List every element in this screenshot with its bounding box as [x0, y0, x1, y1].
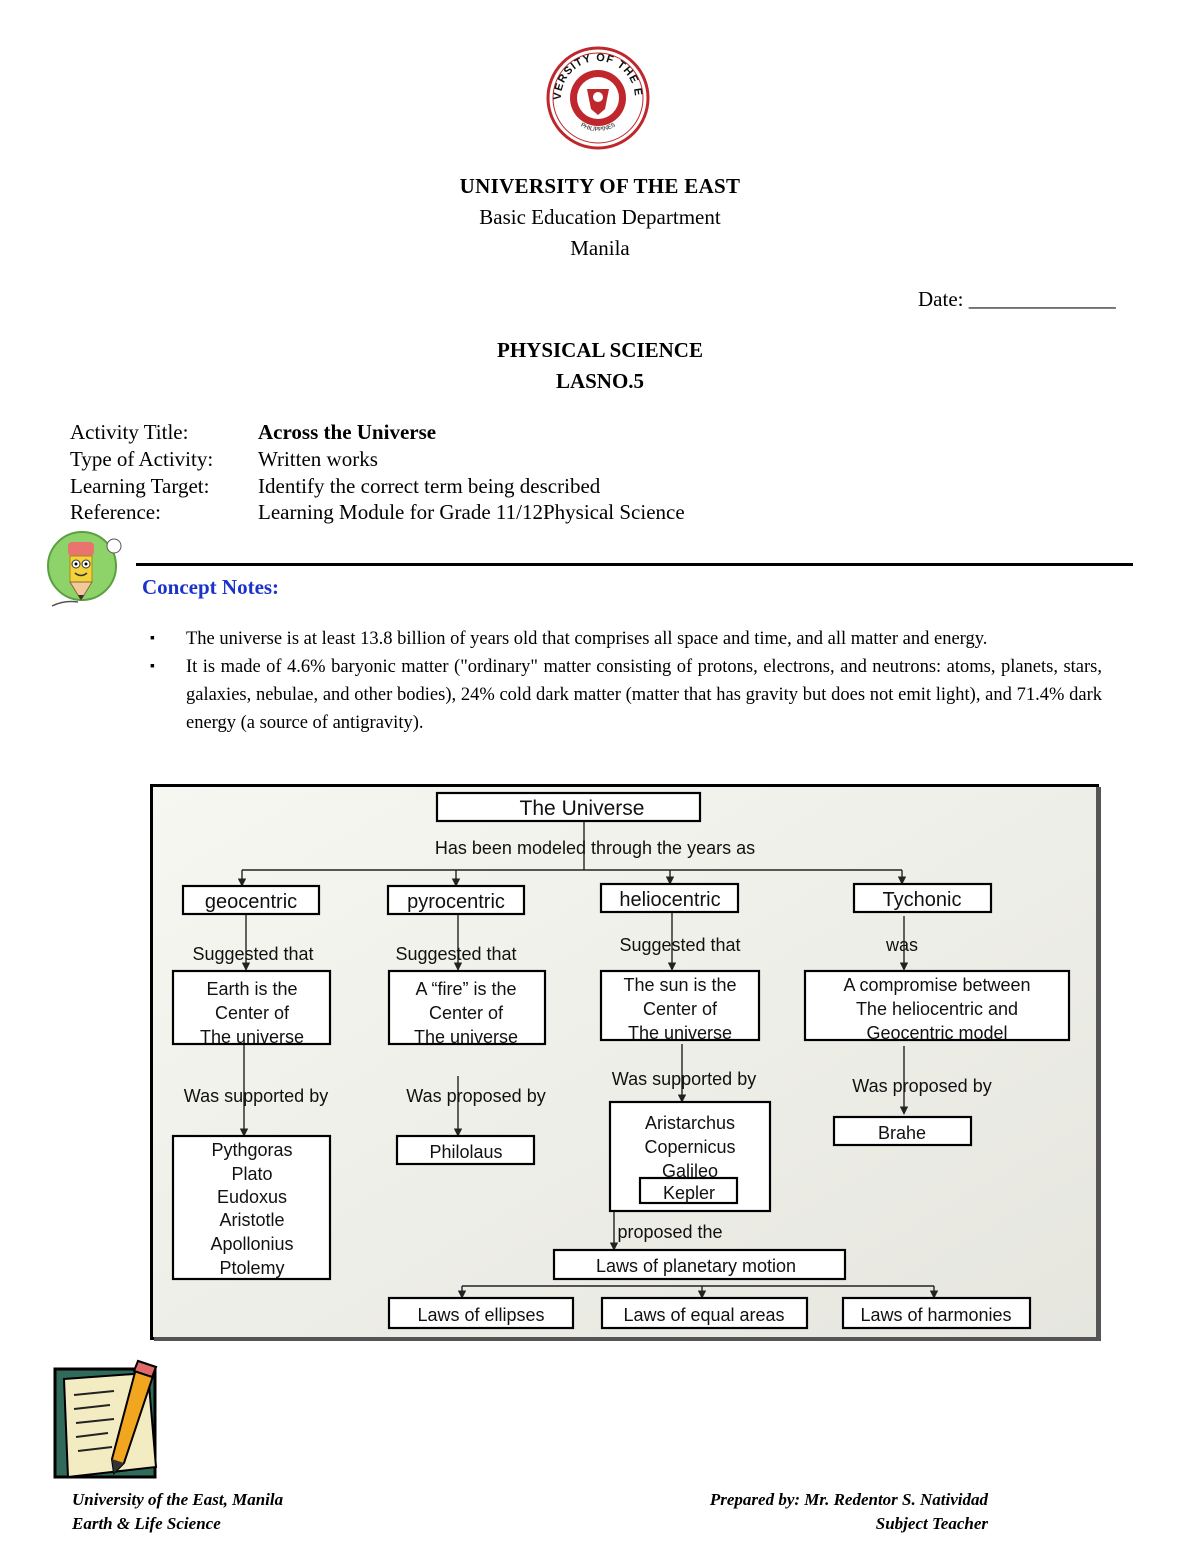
- law-box-harmonies: [841, 1296, 1032, 1330]
- footer-prepared-by: Prepared by: Mr. Redentor S. Natividad: [709, 1490, 988, 1509]
- idea-line: The universe: [628, 1023, 732, 1043]
- person-name: Aristotle: [219, 1210, 284, 1230]
- people-box-pyrocentric: [395, 1134, 536, 1166]
- list-item: ▪ It is made of 4.6% baryonic matter ("or…: [146, 653, 1102, 737]
- law-label: Laws of equal areas: [623, 1305, 784, 1325]
- svg-text:PHILIPPINES: PHILIPPINES: [579, 122, 616, 133]
- footer-teacher-role: Subject Teacher: [875, 1514, 988, 1533]
- people-box-geocentric: [171, 1134, 332, 1281]
- idea-box-geocentric: [171, 969, 332, 1046]
- link-label: Suggested that: [192, 944, 313, 964]
- info-value: Written works: [258, 447, 378, 471]
- model-box-tychonic: [852, 882, 993, 914]
- person-name: Copernicus: [644, 1137, 735, 1157]
- model-label-pyrocentric: pyrocentric: [407, 891, 505, 913]
- list-item: ▪ The universe is at least 13.8 billion o…: [146, 625, 1102, 653]
- connector-lines: [237, 821, 939, 1299]
- law-box-equal-areas: [600, 1296, 809, 1330]
- idea-line: The sun is the: [623, 975, 736, 995]
- footer-course: Earth & Life Science: [72, 1514, 221, 1533]
- model-box-pyrocentric: [386, 884, 526, 916]
- idea-box-heliocentric: [599, 969, 761, 1042]
- info-value: Across the Universe: [258, 420, 437, 444]
- info-label: Type of Activity:: [70, 447, 214, 471]
- universe-models-concept-map: The Universe Has been modeled through th…: [150, 784, 1101, 1341]
- root-caption: Has been modeled through the years as: [435, 838, 755, 858]
- law-label: Laws of ellipses: [417, 1305, 544, 1325]
- university-seal-logo: UNIVERSITY OF THE EAST PHILIPPINES: [545, 45, 650, 150]
- notepad-pencil-icon: [53, 1359, 158, 1479]
- root-node-box: [435, 791, 702, 823]
- person-name: Galileo: [662, 1161, 718, 1181]
- idea-line: Center of: [643, 999, 718, 1019]
- date-field: Date: ______________: [918, 287, 1116, 311]
- idea-line: A “fire” is the: [415, 979, 516, 999]
- idea-line: Center of: [429, 1003, 504, 1023]
- idea-box-tychonic: [803, 969, 1071, 1042]
- root-node-label: The Universe: [520, 797, 645, 820]
- las-number: LASNO.5: [555, 369, 645, 393]
- idea-line: The universe: [200, 1027, 304, 1047]
- idea-line: Center of: [215, 1003, 290, 1023]
- link-label: Suggested that: [619, 935, 740, 955]
- model-label-geocentric: geocentric: [205, 891, 297, 913]
- info-label: Reference:: [70, 500, 161, 524]
- info-label: Learning Target:: [70, 474, 210, 498]
- person-name: Pythgoras: [211, 1140, 292, 1160]
- info-value: Identify the correct term being describe…: [258, 474, 601, 498]
- link-label: Was supported by: [612, 1069, 756, 1089]
- university-name: UNIVERSITY OF THE EAST: [459, 174, 741, 198]
- person-name: Apollonius: [210, 1234, 293, 1254]
- laws-title: Laws of planetary motion: [596, 1256, 796, 1276]
- idea-line: A compromise between: [843, 975, 1030, 995]
- bullet-icon: ▪: [150, 631, 155, 646]
- concept-notes-list: ▪ The universe is at least 13.8 billion o…: [146, 625, 1102, 737]
- info-value: Learning Module for Grade 11/12Physical …: [258, 500, 685, 524]
- people-box-tychonic: [832, 1115, 973, 1147]
- person-name: Aristarchus: [645, 1113, 735, 1133]
- person-name: Philolaus: [429, 1142, 502, 1162]
- person-name: Ptolemy: [219, 1258, 284, 1278]
- idea-line: Earth is the: [206, 979, 297, 999]
- idea-line: Geocentric model: [866, 1023, 1007, 1043]
- link-label: Was proposed by: [852, 1076, 991, 1096]
- model-box-heliocentric: [599, 882, 740, 914]
- city-name: Manila: [570, 236, 630, 260]
- person-name: Eudoxus: [217, 1187, 287, 1207]
- pencil-mascot-icon: [47, 531, 122, 607]
- note-text: The universe is at least 13.8 billion of…: [186, 629, 988, 649]
- subject-title: PHYSICAL SCIENCE: [497, 338, 703, 362]
- model-box-geocentric: [181, 884, 321, 916]
- law-label: Laws of harmonies: [860, 1305, 1011, 1325]
- model-label-heliocentric: heliocentric: [619, 889, 720, 911]
- kepler-box: [638, 1176, 739, 1205]
- person-name: Brahe: [878, 1123, 926, 1143]
- link-label: proposed the: [617, 1222, 722, 1242]
- footer-institution: University of the East, Manila: [72, 1490, 284, 1509]
- link-label: Suggested that: [395, 944, 516, 964]
- person-name: Plato: [231, 1164, 272, 1184]
- laws-title-box: [552, 1248, 847, 1281]
- link-label: Was supported by: [184, 1086, 328, 1106]
- section-divider: [136, 563, 1133, 566]
- link-label: Was proposed by: [406, 1086, 545, 1106]
- idea-line: The heliocentric and: [856, 999, 1018, 1019]
- idea-line: The universe: [414, 1027, 518, 1047]
- law-box-ellipses: [387, 1296, 575, 1330]
- concept-notes-heading: Concept Notes:: [142, 575, 280, 599]
- link-label: was: [885, 935, 918, 955]
- note-text: It is made of 4.6% baryonic matter ("ord…: [186, 657, 1102, 733]
- model-label-tychonic: Tychonic: [883, 889, 962, 911]
- department-name: Basic Education Department: [479, 205, 721, 229]
- person-name-kepler: Kepler: [663, 1183, 715, 1203]
- bullet-icon: ▪: [150, 659, 155, 674]
- info-label: Activity Title:: [70, 420, 189, 444]
- idea-box-pyrocentric: [387, 969, 547, 1046]
